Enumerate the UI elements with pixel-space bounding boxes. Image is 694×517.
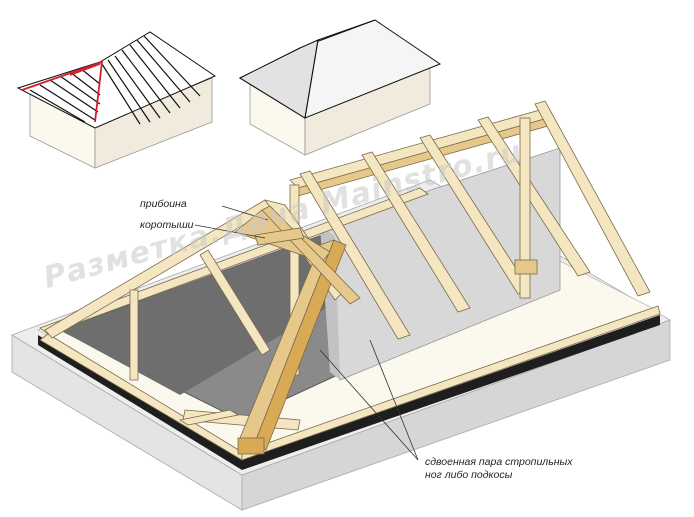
- label-priboina: прибоина: [140, 198, 187, 210]
- upper-truss: [234, 205, 361, 305]
- thumbnail-hip-roof-plain: [238, 19, 442, 156]
- doubled-rafter-pair: [237, 239, 347, 455]
- thumbnail-hip-roof-rafters: [16, 31, 217, 169]
- common-rafters: [299, 100, 651, 340]
- leader-lines: [194, 205, 419, 461]
- ridge-posts: [289, 117, 538, 376]
- label-doubled-rafters-line2: ног либо подкосы: [425, 469, 513, 481]
- label-doubled-rafters-line1: сдвоенная пара стропильных: [425, 456, 573, 468]
- label-korotyshi: коротыши: [140, 219, 194, 231]
